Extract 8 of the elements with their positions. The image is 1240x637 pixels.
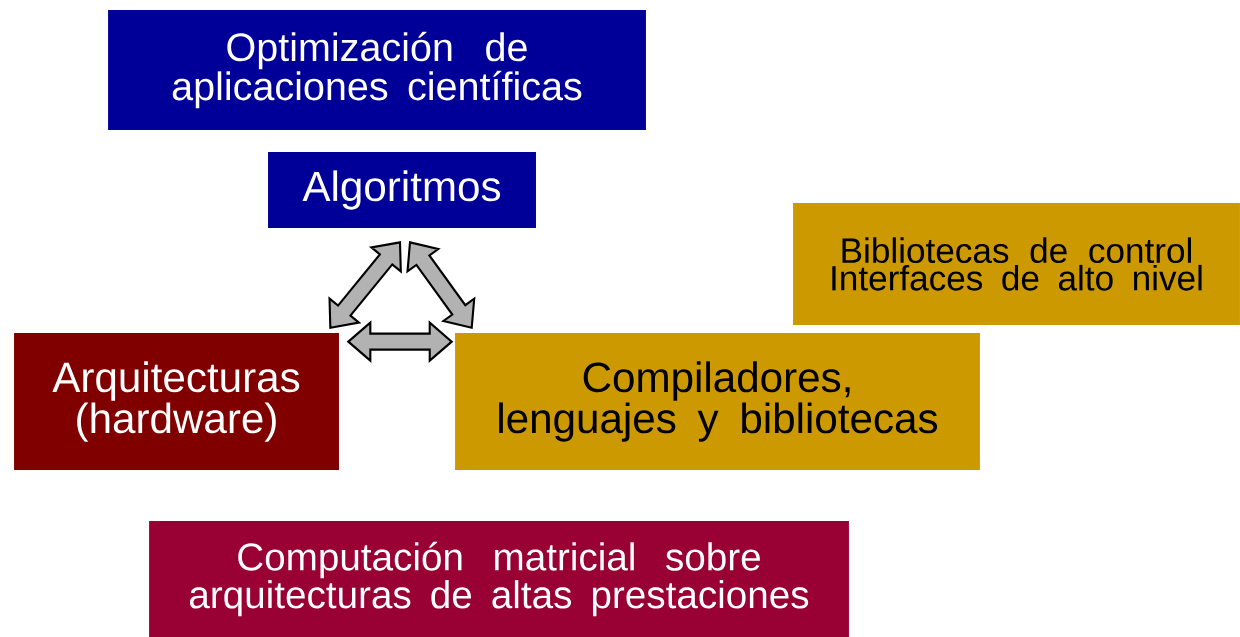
concept-box: Compiladores, lenguajes y bibliotecas [455, 333, 980, 470]
concept-box: Optimización de aplicaciones científicas [108, 10, 646, 130]
concept-box: Algoritmos [268, 152, 536, 228]
concept-box: Computación matricial sobre arquitecturas de altas prestaciones [149, 521, 849, 637]
double-arrow [328, 241, 402, 329]
concept-box: Bibliotecas de control Interfaces de alto nivel [793, 203, 1240, 325]
concept-box: Arquitecturas (hardware) [14, 333, 339, 470]
double-arrow [406, 241, 476, 329]
